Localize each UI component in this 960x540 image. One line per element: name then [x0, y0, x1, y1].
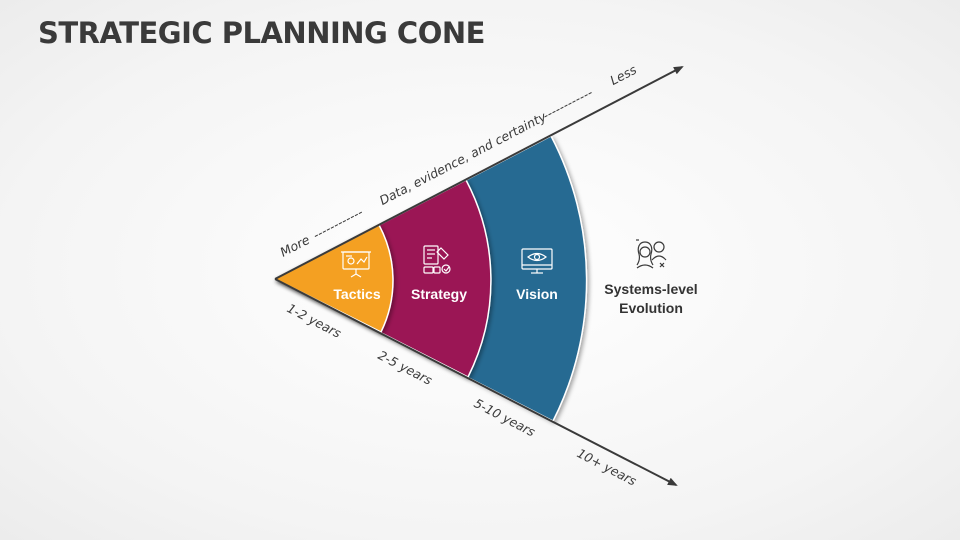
time-label-outer: 10+ years	[575, 445, 640, 488]
people-evolution-icon	[636, 239, 667, 269]
outer-label-line1: Systems-level	[604, 281, 697, 297]
planning-documents-icon	[423, 245, 451, 274]
monitor-eye-icon	[521, 248, 553, 274]
page-title: STRATEGIC PLANNING CONE	[38, 16, 485, 50]
segment-label-strategy: Strategy	[411, 286, 467, 302]
axis-less-label: Less	[607, 62, 639, 88]
outer-label-line2: Evolution	[619, 300, 683, 316]
segment-label-vision: Vision	[516, 286, 558, 302]
upper-axis-arrow	[274, 66, 684, 280]
segment-label-tactics: Tactics	[333, 286, 380, 302]
presentation-board-icon	[341, 251, 371, 278]
cone-segments	[273, 134, 588, 423]
axis-more-label: More	[277, 232, 312, 260]
lower-axis-arrow	[274, 278, 678, 486]
